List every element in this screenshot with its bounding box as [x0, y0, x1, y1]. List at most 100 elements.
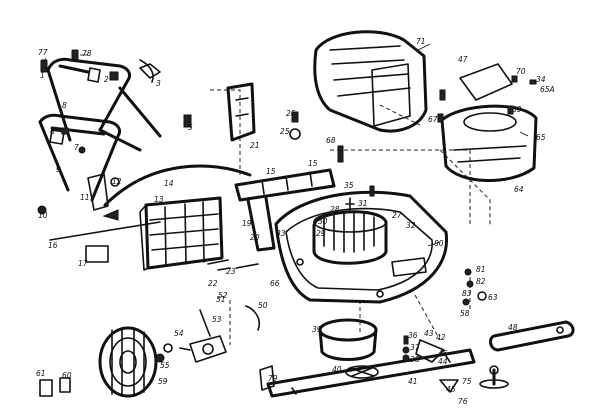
- callout-78: 78: [82, 49, 92, 58]
- callout-2: 2: [104, 75, 109, 84]
- callout-31: 31: [358, 199, 368, 208]
- rear-deflector: [226, 82, 256, 142]
- callout-11: 11: [80, 193, 90, 202]
- callout-41: 41: [408, 377, 418, 386]
- callout-15: 15: [266, 167, 276, 176]
- callout-59: 59: [158, 377, 168, 386]
- callout-58: 58: [460, 309, 470, 318]
- callout-23: 23: [226, 267, 236, 276]
- callout-82: 82: [476, 277, 486, 286]
- callout-80: 80: [434, 239, 444, 248]
- callout-leaders: [43, 43, 529, 247]
- callout-61: 61: [36, 369, 46, 378]
- callout-83: 83: [462, 289, 472, 298]
- callout-29: 29: [316, 229, 326, 238]
- grass-catcher: [85, 196, 224, 271]
- callout-8: 8: [62, 101, 67, 110]
- fasteners-left: [37, 49, 192, 215]
- callout-14: 14: [164, 179, 174, 188]
- hub-bolt: [479, 365, 509, 389]
- small-parts-lower-left: [39, 259, 275, 397]
- engine-cover: [313, 30, 428, 133]
- callout-42: 42: [436, 333, 446, 342]
- callout-26: 26: [286, 109, 296, 118]
- callout-3: 3: [156, 79, 161, 88]
- callout-64: 64: [514, 185, 524, 194]
- callout-21: 21: [250, 141, 260, 150]
- callout-60: 60: [62, 371, 72, 380]
- callout-63: 63: [488, 293, 498, 302]
- blade-adapter: [318, 318, 379, 379]
- callout-50: 50: [258, 301, 268, 310]
- callout-16: 16: [48, 241, 58, 250]
- callout-69: 69: [512, 105, 522, 114]
- handle-clamp: [49, 67, 101, 145]
- callout-36: 36: [408, 331, 418, 340]
- callout-46: 46: [438, 349, 448, 358]
- callout-66: 66: [270, 279, 280, 288]
- callout-6: 6: [50, 127, 55, 136]
- callout-19: 19: [242, 219, 252, 228]
- callout-32: 32: [406, 221, 416, 230]
- callout-70: 70: [516, 67, 526, 76]
- callout-44: 44: [438, 357, 448, 366]
- callout-12: 12: [112, 177, 122, 186]
- height-adjust-bar: [234, 168, 336, 252]
- callout-68: 68: [326, 136, 336, 145]
- callout-10: 10: [38, 211, 48, 220]
- callout-55: 55: [160, 361, 170, 370]
- fasteners-right: [289, 111, 487, 393]
- callout-27: 27: [392, 211, 402, 220]
- front-axle: [179, 309, 227, 363]
- lower-handle-bar: [38, 113, 122, 202]
- handle-assembly: [38, 57, 162, 211]
- callout-52: 52: [218, 291, 228, 300]
- callout-65a: 65A: [540, 85, 555, 94]
- callout-75: 75: [462, 377, 472, 386]
- callout-37: 37: [410, 343, 420, 352]
- control-lever: [139, 59, 154, 83]
- callout-34: 34: [536, 75, 546, 84]
- callout-51: 51: [216, 295, 226, 304]
- callout-35: 35: [344, 181, 354, 190]
- callout-7: 7: [74, 143, 79, 152]
- callout-38: 38: [410, 355, 420, 364]
- callout-48: 48: [508, 323, 518, 332]
- rear-wheel: [98, 326, 173, 398]
- callout-54: 54: [174, 329, 184, 338]
- air-filter-housing: [437, 63, 538, 183]
- handle-bracket: [87, 173, 109, 211]
- engine: [312, 197, 388, 265]
- callout-79: 79: [268, 374, 278, 383]
- callout-65: 65: [536, 133, 546, 142]
- cutting-blade: [266, 348, 476, 398]
- callout-9: 9: [56, 165, 61, 174]
- callout-43: 43: [424, 329, 434, 338]
- callout-71: 71: [416, 37, 426, 46]
- callout-17: 17: [78, 259, 88, 268]
- callout-20: 20: [250, 233, 260, 242]
- callout-40: 40: [332, 365, 342, 374]
- assembly-guides: [210, 89, 491, 345]
- mower-deck: [274, 190, 448, 304]
- callout-30: 30: [318, 217, 328, 226]
- callout-15b: 15: [308, 159, 318, 168]
- callout-1: 1: [40, 71, 45, 80]
- callout-25: 25: [280, 127, 290, 136]
- callout-5: 5: [188, 123, 193, 132]
- callout-81: 81: [476, 265, 486, 274]
- callout-33: 33: [276, 229, 286, 238]
- handle-lower-tube: [98, 86, 162, 152]
- callout-13: 13: [154, 195, 164, 204]
- callout-76: 76: [458, 397, 468, 406]
- spanner-tool: [489, 320, 575, 352]
- callout-67: 67: [428, 115, 438, 124]
- callout-45: 45: [446, 385, 456, 394]
- callout-53: 53: [212, 315, 222, 324]
- callout-28: 28: [330, 205, 340, 214]
- callout-77: 77: [38, 48, 48, 57]
- callout-22: 22: [208, 279, 218, 288]
